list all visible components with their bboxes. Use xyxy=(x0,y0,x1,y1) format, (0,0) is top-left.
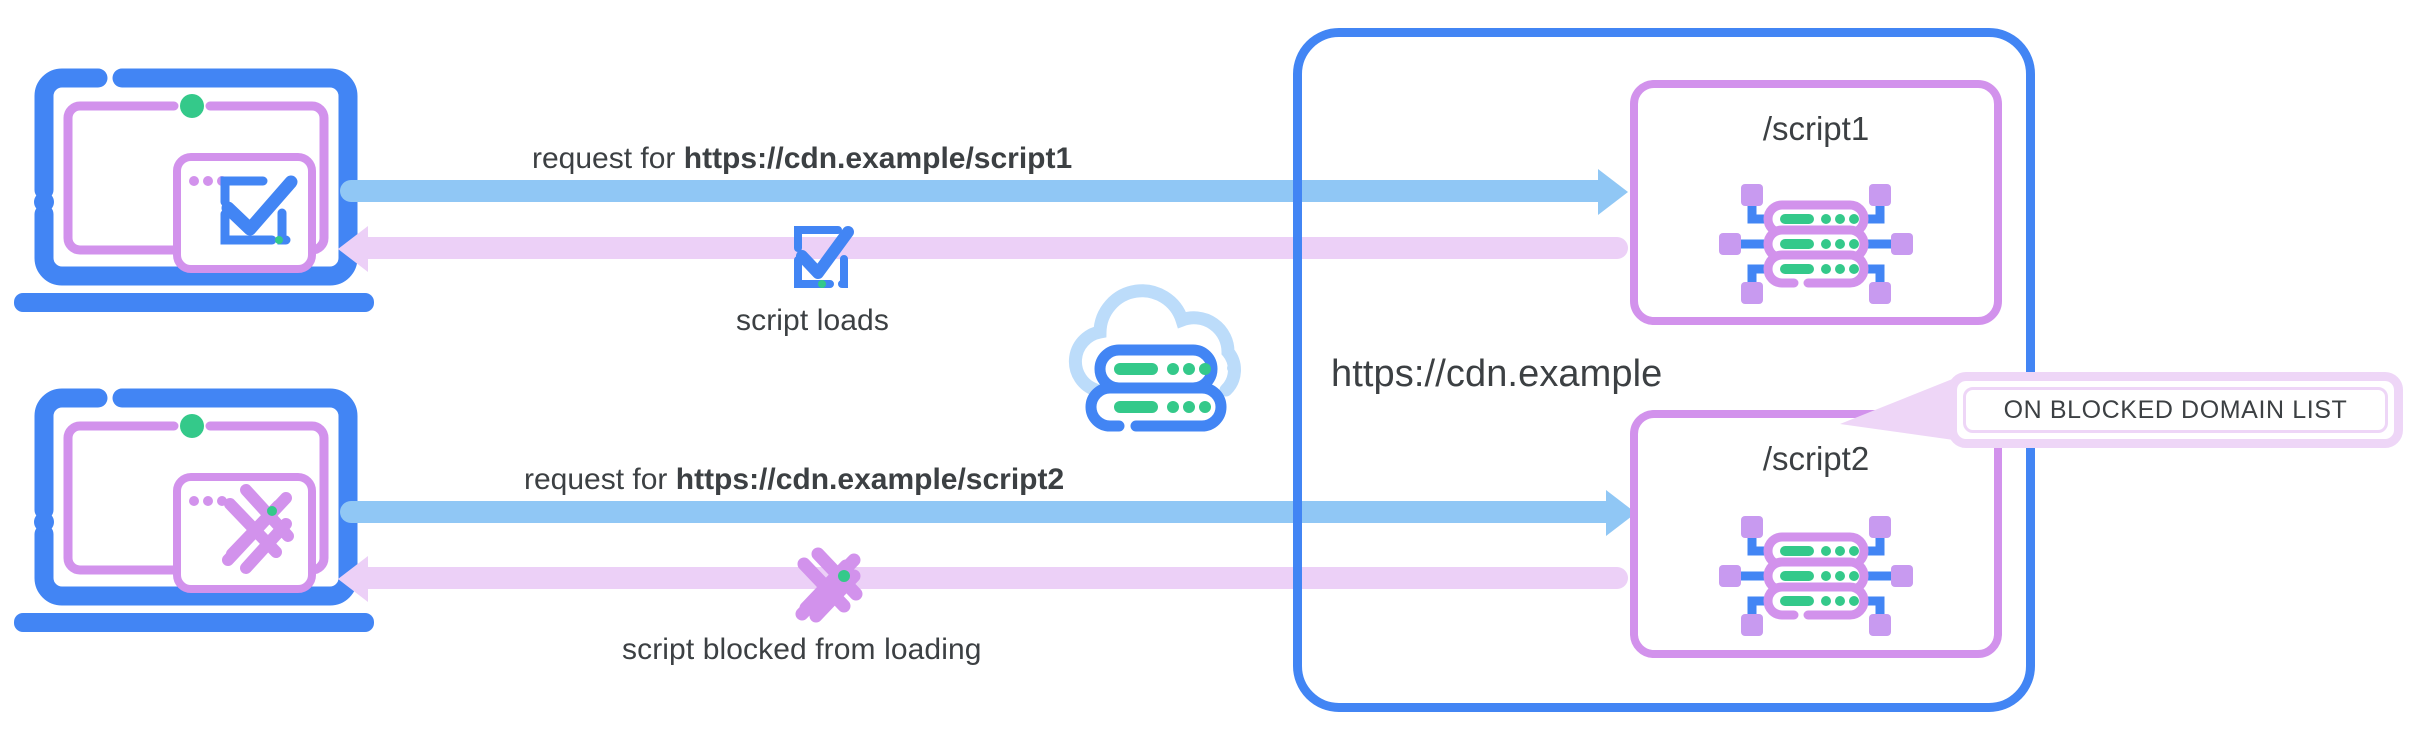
request-prefix-1: request for xyxy=(532,142,684,175)
laptop-blocked-icon xyxy=(14,388,374,632)
response-arrow-script2 xyxy=(368,567,1628,589)
callout-label: ON BLOCKED DOMAIN LIST xyxy=(2003,395,2348,424)
client-laptop-allowed xyxy=(14,62,374,332)
server-rack-icon xyxy=(1719,516,1913,636)
laptop-allowed-icon xyxy=(14,68,374,312)
script-blocked-icon-wrap xyxy=(782,540,872,630)
request-label-script1: request for https://cdn.example/script1 xyxy=(532,142,1072,176)
result-label-script2: script blocked from loading xyxy=(622,633,982,666)
callout-tail-icon xyxy=(1840,376,1968,442)
script2-box: /script2 xyxy=(1630,410,2002,658)
checkbox-check-icon xyxy=(794,226,854,288)
script-loads-icon-wrap xyxy=(782,216,862,296)
response-arrow-head-script1 xyxy=(338,226,368,272)
request-arrow-script1 xyxy=(340,180,1600,202)
response-arrow-head-script2 xyxy=(338,556,368,602)
client-laptop-blocked xyxy=(14,382,374,652)
request-arrow-script2 xyxy=(340,501,1608,523)
callout-tail xyxy=(1800,370,2030,480)
request-prefix-2: request for xyxy=(524,463,676,496)
request-url-1: https://cdn.example/script1 xyxy=(683,142,1073,175)
cdn-container xyxy=(1293,28,2035,712)
server-rack-icon xyxy=(1719,184,1913,304)
script2-server-wrap xyxy=(1716,515,1916,637)
x-cross-icon xyxy=(795,547,863,623)
script2-title: /script2 xyxy=(1762,440,1870,477)
request-arrow-head-script1 xyxy=(1598,169,1628,215)
result-label-script1: script loads xyxy=(736,304,889,337)
blocked-domain-callout: ON BLOCKED DOMAIN LIST xyxy=(1948,372,2403,448)
cdn-label: https://cdn.example xyxy=(1331,353,1663,395)
script1-box: /script1 xyxy=(1630,80,2002,325)
request-label-script2: request for https://cdn.example/script2 xyxy=(524,463,1064,497)
cloud-server-icon xyxy=(1068,284,1241,432)
response-arrow-script1 xyxy=(368,237,1628,259)
script1-title: /script1 xyxy=(1762,110,1870,147)
cloud-server-wrap xyxy=(1060,280,1260,440)
script1-server-wrap xyxy=(1716,183,1916,305)
request-url-2: https://cdn.example/script2 xyxy=(675,463,1065,496)
